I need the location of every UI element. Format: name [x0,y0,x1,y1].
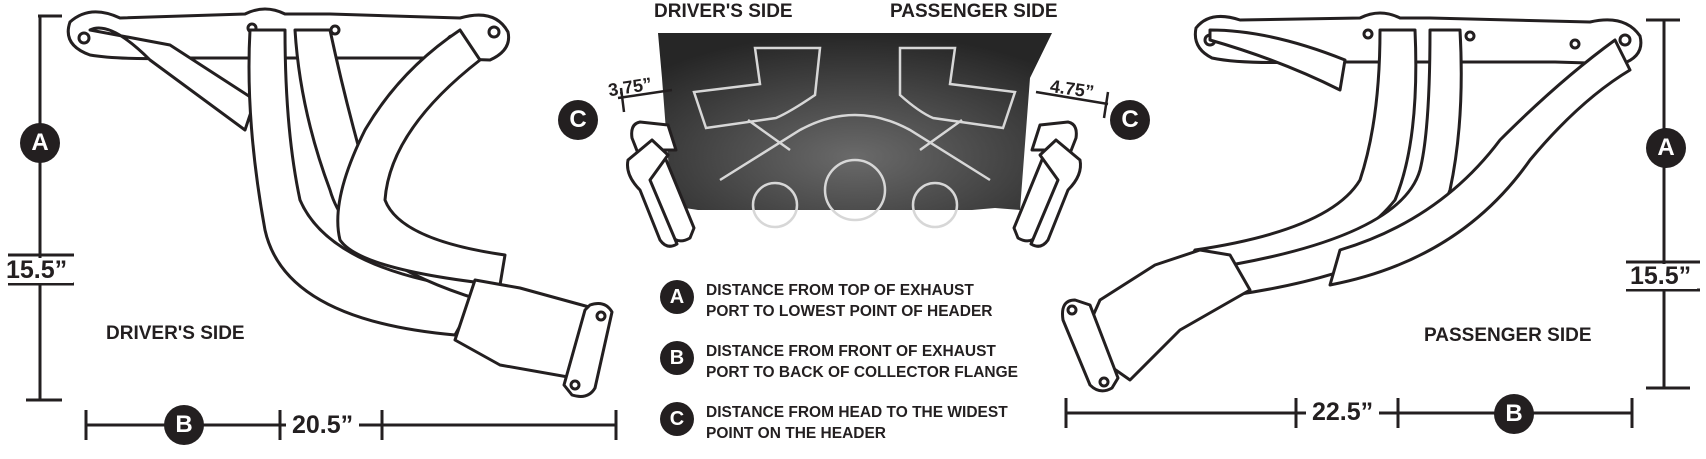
legend-b-line1: DISTANCE FROM FRONT OF EXHAUST [706,343,996,360]
passenger-height-value: 15.5” [1624,264,1698,289]
legend-badge-c: C [660,402,694,436]
legend-a-line1: DISTANCE FROM TOP OF EXHAUST [706,282,974,299]
center-driver-label: DRIVER'S SIDE [654,1,793,22]
legend-item-c: C DISTANCE FROM HEAD TO THE WIDEST POINT … [660,402,1008,444]
legend-c-line2: POINT ON THE HEADER [706,425,886,442]
passenger-side-label: PASSENGER SIDE [1424,325,1592,346]
passenger-height-dimension [1626,18,1700,390]
engine-end-view [617,33,1110,248]
legend-item-b: B DISTANCE FROM FRONT OF EXHAUST PORT TO … [660,341,1018,383]
legend-c-line1: DISTANCE FROM HEAD TO THE WIDEST [706,404,1008,421]
legend-a-line2: PORT TO LOWEST POINT OF HEADER [706,303,993,320]
legend-item-a: A DISTANCE FROM TOP OF EXHAUST PORT TO LO… [660,280,992,322]
legend-badge-b: B [660,341,694,375]
passenger-width-value: 22.5” [1306,400,1380,425]
driver-height-dimension [8,14,74,402]
driver-height-badge: A [20,123,60,163]
legend-badge-a: A [660,280,694,314]
passenger-height-badge: A [1646,128,1686,168]
driver-clearance-badge: C [558,100,598,140]
center-passenger-label: PASSENGER SIDE [890,1,1058,22]
driver-height-value: 15.5” [0,258,74,283]
driver-header-drawing [66,7,614,398]
driver-width-badge: B [164,405,204,445]
driver-side-label: DRIVER'S SIDE [106,323,245,344]
passenger-width-badge: B [1494,394,1534,434]
passenger-header-drawing [1061,11,1643,393]
legend-b-line2: PORT TO BACK OF COLLECTOR FLANGE [706,364,1019,381]
driver-width-value: 20.5” [286,413,360,438]
passenger-clearance-badge: C [1110,100,1150,140]
